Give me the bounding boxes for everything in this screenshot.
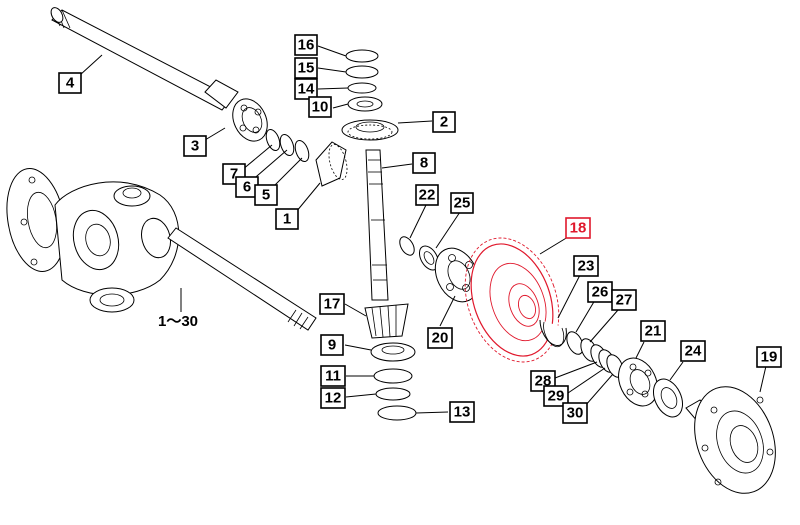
callout-26[interactable]: 26 — [587, 281, 613, 303]
callout-23[interactable]: 23 — [573, 255, 599, 277]
callout-16[interactable]: 16 — [294, 34, 318, 56]
part-7-ring — [265, 128, 281, 152]
svg-text:18: 18 — [570, 220, 587, 237]
callout-17[interactable]: 17 — [319, 293, 345, 315]
svg-text:27: 27 — [616, 292, 633, 309]
callout-20[interactable]: 20 — [427, 327, 453, 349]
svg-text:12: 12 — [325, 390, 342, 407]
part-14-ring — [347, 82, 377, 94]
svg-text:6: 6 — [243, 179, 251, 196]
part-3-bearing — [232, 98, 268, 142]
part-25-ring — [419, 245, 439, 271]
part-15-ring — [345, 65, 379, 79]
svg-text:10: 10 — [312, 99, 329, 116]
differential-housing-assembly — [6, 168, 180, 313]
svg-text:29: 29 — [548, 388, 565, 405]
part-16-ring — [345, 49, 379, 63]
callout-18[interactable]: 18 — [565, 217, 591, 239]
part-13-ring — [377, 405, 417, 421]
svg-text:19: 19 — [761, 349, 778, 366]
part-17-pinion — [364, 303, 409, 339]
svg-text:2: 2 — [440, 114, 448, 131]
svg-text:7: 7 — [230, 166, 238, 183]
callout-29[interactable]: 29 — [543, 385, 569, 407]
part-11-ring — [373, 368, 413, 384]
callout-1[interactable]: 1 — [275, 208, 299, 230]
callout-5[interactable]: 5 — [254, 184, 278, 206]
svg-text:26: 26 — [592, 284, 609, 301]
svg-text:23: 23 — [578, 258, 595, 275]
callout-15[interactable]: 15 — [294, 57, 318, 79]
callout-3[interactable]: 3 — [183, 135, 207, 157]
callout-2[interactable]: 2 — [432, 111, 456, 133]
svg-text:5: 5 — [262, 187, 270, 204]
part-1-bevel-gear — [315, 141, 348, 187]
svg-text:3: 3 — [191, 138, 199, 155]
part-26-ring — [566, 331, 584, 355]
callout-30[interactable]: 30 — [562, 402, 588, 424]
svg-text:1: 1 — [283, 211, 291, 228]
callout-19[interactable]: 19 — [756, 346, 782, 368]
callout-11[interactable]: 11 — [320, 365, 346, 387]
part-5-ring — [294, 139, 310, 163]
part-19-flange-axle — [685, 386, 776, 494]
callout-13[interactable]: 13 — [449, 401, 475, 423]
callout-27[interactable]: 27 — [611, 289, 637, 311]
range-label: 1～30 — [158, 313, 198, 330]
svg-text:17: 17 — [324, 296, 341, 313]
part-21-bearing — [618, 357, 658, 407]
part-4-shaft — [50, 7, 239, 111]
callout-25[interactable]: 25 — [450, 192, 474, 214]
svg-text:30: 30 — [567, 405, 584, 422]
svg-text:16: 16 — [298, 37, 315, 54]
svg-text:25: 25 — [454, 195, 471, 212]
callout-4[interactable]: 4 — [58, 72, 82, 94]
svg-text:14: 14 — [298, 81, 315, 98]
part-2-gear — [341, 119, 399, 141]
lower-axle-shaft — [167, 227, 317, 331]
part-6-ring — [279, 133, 295, 157]
callout-24[interactable]: 24 — [680, 340, 706, 362]
part-18-ring-gear[interactable] — [449, 225, 575, 375]
part-9-bearing — [370, 342, 416, 362]
svg-text:4: 4 — [66, 75, 75, 92]
svg-text:13: 13 — [454, 404, 471, 421]
svg-text:11: 11 — [325, 368, 341, 385]
svg-text:22: 22 — [419, 187, 436, 204]
svg-text:20: 20 — [432, 330, 449, 347]
svg-text:15: 15 — [298, 60, 315, 77]
svg-text:9: 9 — [328, 337, 336, 354]
svg-text:21: 21 — [645, 323, 662, 340]
callout-12[interactable]: 12 — [320, 387, 346, 409]
leader-lines — [79, 45, 767, 414]
callout-21[interactable]: 21 — [640, 320, 666, 342]
part-8-shaft — [365, 149, 389, 301]
callout-8[interactable]: 8 — [412, 152, 436, 174]
callout-9[interactable]: 9 — [320, 334, 344, 356]
svg-text:8: 8 — [420, 155, 428, 172]
part-10-bearing — [347, 96, 383, 112]
callout-14[interactable]: 14 — [294, 78, 318, 100]
callout-22[interactable]: 22 — [415, 184, 439, 206]
callout-10[interactable]: 10 — [308, 96, 332, 118]
svg-text:24: 24 — [685, 343, 702, 360]
part-24-seal — [652, 378, 684, 418]
part-23-snap-ring — [539, 319, 567, 348]
part-22-ring — [399, 236, 415, 256]
part-12-ring — [375, 387, 411, 401]
